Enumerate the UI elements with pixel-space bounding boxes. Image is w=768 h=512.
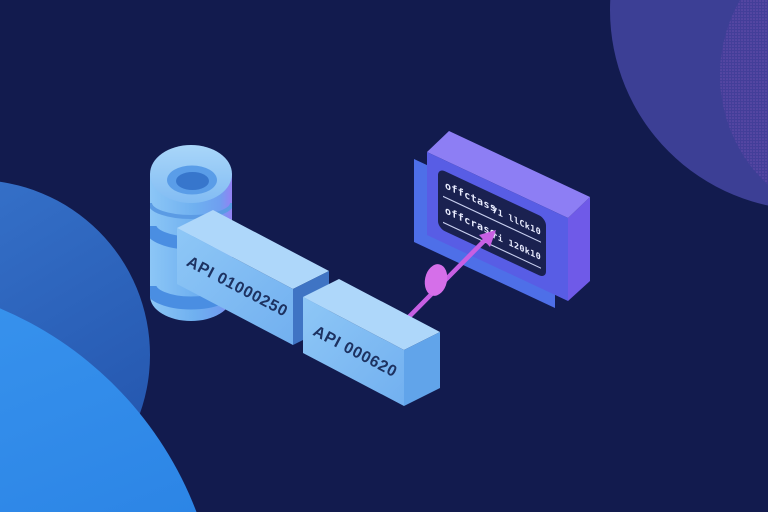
screen-background xyxy=(438,170,546,276)
panel-top-face xyxy=(427,131,590,218)
api-block-1-top-face xyxy=(177,210,329,289)
screen-divider-2 xyxy=(443,221,541,269)
panel-side-face xyxy=(568,197,590,301)
api-block-1-front-face xyxy=(177,228,293,345)
connection-node-ellipse xyxy=(424,264,448,296)
bg-circle-top-right-inner xyxy=(720,0,768,185)
api-block-1: API 01000250 xyxy=(177,210,329,345)
bg-circle-bottom-left-front xyxy=(0,308,197,512)
api-block-2: API 000620 xyxy=(303,279,440,406)
screen-divider-1 xyxy=(443,195,541,243)
api-block-2-top-face xyxy=(303,279,440,350)
database-hole xyxy=(176,172,209,190)
api-block-2-end-face xyxy=(404,332,440,406)
connection-arrow-head-icon xyxy=(479,230,496,247)
api-block-2-front-face xyxy=(303,297,404,406)
